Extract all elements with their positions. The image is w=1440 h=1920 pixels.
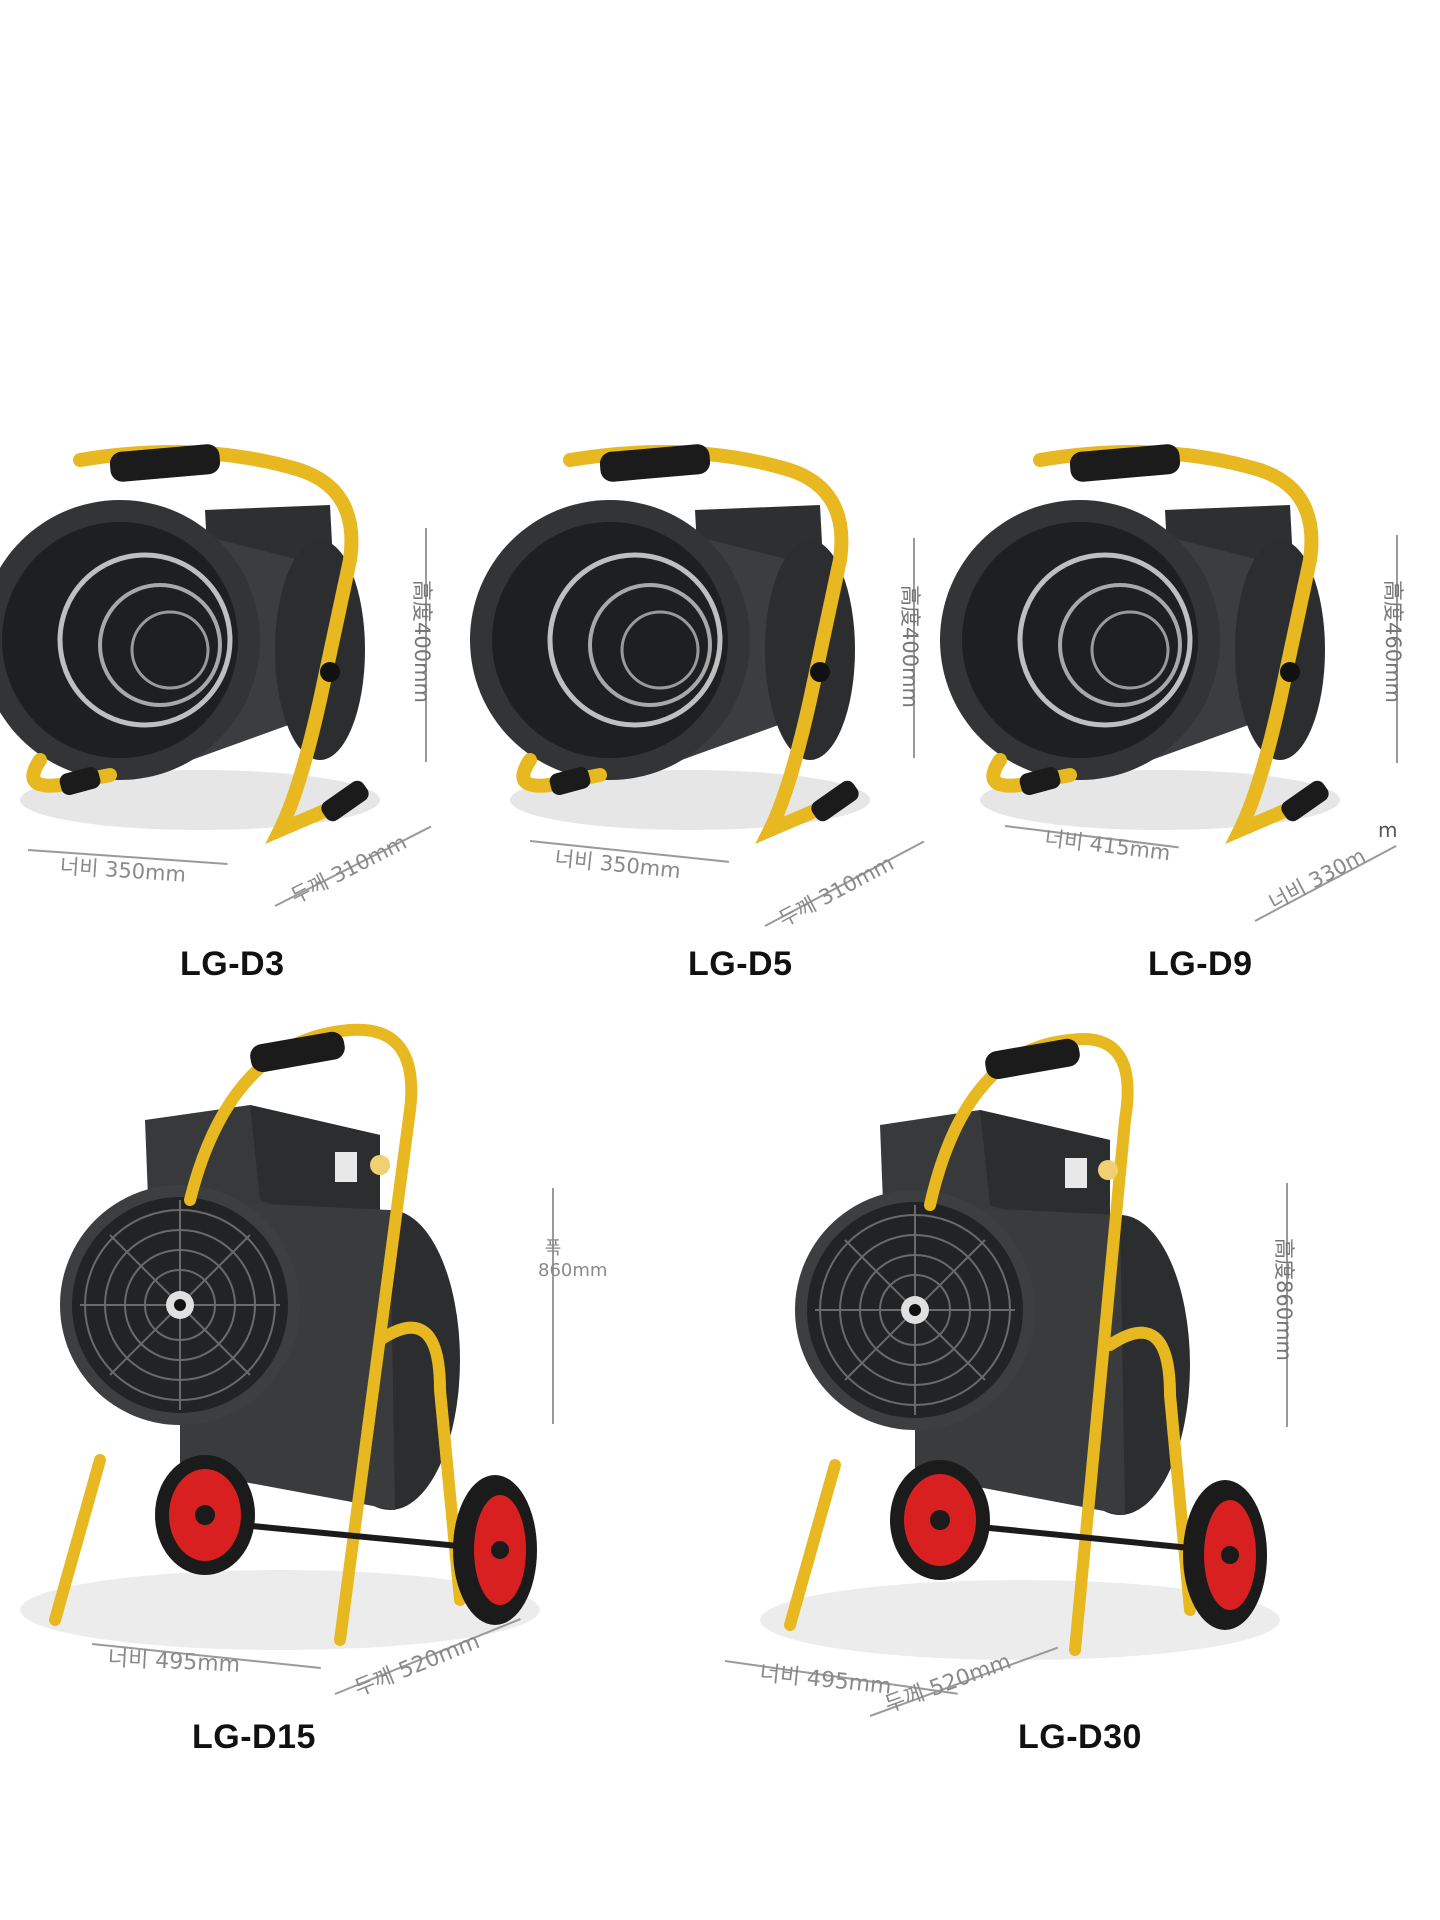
height-dimension-line (425, 528, 427, 762)
height-label: 高度400mm (410, 580, 434, 703)
depth-label-suffix: m (1378, 818, 1398, 842)
height-label: 高度860mm (1272, 1238, 1296, 1361)
model-label: LG-D3 (180, 945, 285, 983)
height-label: 高度400mm (898, 585, 922, 708)
product-lg-d9: 高度460mm 너비 415mm 너비 330m m LG-D9 (940, 0, 1440, 1000)
height-dimension-line (552, 1188, 554, 1424)
height-label: 高度460mm (1381, 580, 1405, 703)
product-lg-d5: 高度400mm 너비 350mm 두께 310mm LG-D5 (470, 0, 970, 1000)
height-dimension-line (1396, 535, 1398, 763)
model-label: LG-D9 (1148, 945, 1253, 983)
width-label: 너비 495mm (107, 1646, 241, 1678)
heater-image (760, 1033, 1280, 1660)
height-label: 폭 860mm (538, 1238, 608, 1281)
heater-image (20, 1023, 540, 1650)
product-lg-d30: 高度860mm 너비 495mm 두께 520mm LG-D30 (724, 1000, 1440, 1920)
height-dimension-line (913, 538, 915, 758)
product-lg-d3: 高度400mm 너비 350mm 두께 310mm LG-D3 (0, 0, 480, 1000)
heater-image (940, 444, 1340, 844)
model-label: LG-D5 (688, 945, 793, 983)
product-lg-d15: 폭 860mm 너비 495mm 두께 520mm LG-D15 (0, 1000, 720, 1920)
heater-image (470, 444, 870, 844)
model-label: LG-D15 (192, 1718, 316, 1756)
heater-image (0, 444, 380, 844)
height-dimension-line (1286, 1183, 1288, 1427)
model-label: LG-D30 (1018, 1718, 1142, 1756)
